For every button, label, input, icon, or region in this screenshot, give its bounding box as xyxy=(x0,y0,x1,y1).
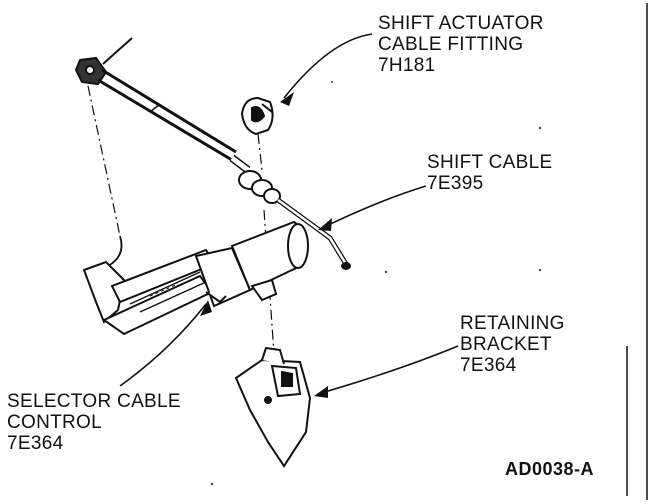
frame-edge xyxy=(626,3,648,500)
retaining-bracket-line2: BRACKET xyxy=(460,334,552,355)
cable-fitting xyxy=(240,96,274,136)
retaining-bracket-part-number: 7E364 xyxy=(460,355,517,376)
retaining-bracket-part xyxy=(234,346,312,468)
arrowhead-selector xyxy=(200,300,212,316)
selector-cable-line1: SELECTOR CABLE xyxy=(7,391,181,412)
shift-actuator-part-number: 7H181 xyxy=(378,55,436,76)
retaining-bracket-line1: RETAINING xyxy=(460,313,565,334)
shift-lever-arm xyxy=(74,37,237,162)
leader-actuator xyxy=(283,33,373,99)
lever-link-rod xyxy=(107,235,123,267)
shift-cable-label: SHIFT CABLE 7E395 xyxy=(427,152,552,194)
retaining-bracket-label: RETAINING BRACKET 7E364 xyxy=(460,313,565,376)
leader-retaining xyxy=(317,345,459,395)
leader-selector xyxy=(119,303,207,387)
figure-id: AD0038-A xyxy=(505,459,595,479)
arrowhead-shift-cable xyxy=(318,218,332,231)
arrowhead-retaining xyxy=(314,386,328,398)
selector-cable-control-label: SELECTOR CABLE CONTROL 7E364 xyxy=(7,391,181,454)
shift-cable-part-number: 7E395 xyxy=(427,173,484,194)
selector-cable-part-number: 7E364 xyxy=(7,433,64,454)
shift-cable-line1: SHIFT CABLE xyxy=(427,152,553,173)
shift-cable-assembly xyxy=(229,154,351,270)
selector-cable-line2: CONTROL xyxy=(7,412,102,433)
arrowhead-actuator xyxy=(280,92,294,106)
leader-lines xyxy=(119,33,459,395)
scan-specks xyxy=(210,81,542,486)
alignment-line-left xyxy=(87,85,121,237)
shift-actuator-cable-fitting-label: SHIFT ACTUATOR CABLE FITTING 7H181 xyxy=(378,13,544,76)
shift-actuator-line1: SHIFT ACTUATOR xyxy=(378,13,544,34)
leader-arrowheads xyxy=(200,92,332,398)
leader-shift-cable xyxy=(321,185,427,229)
shift-actuator-line2: CABLE FITTING xyxy=(378,34,524,55)
selector-cable-control-body xyxy=(82,220,309,336)
